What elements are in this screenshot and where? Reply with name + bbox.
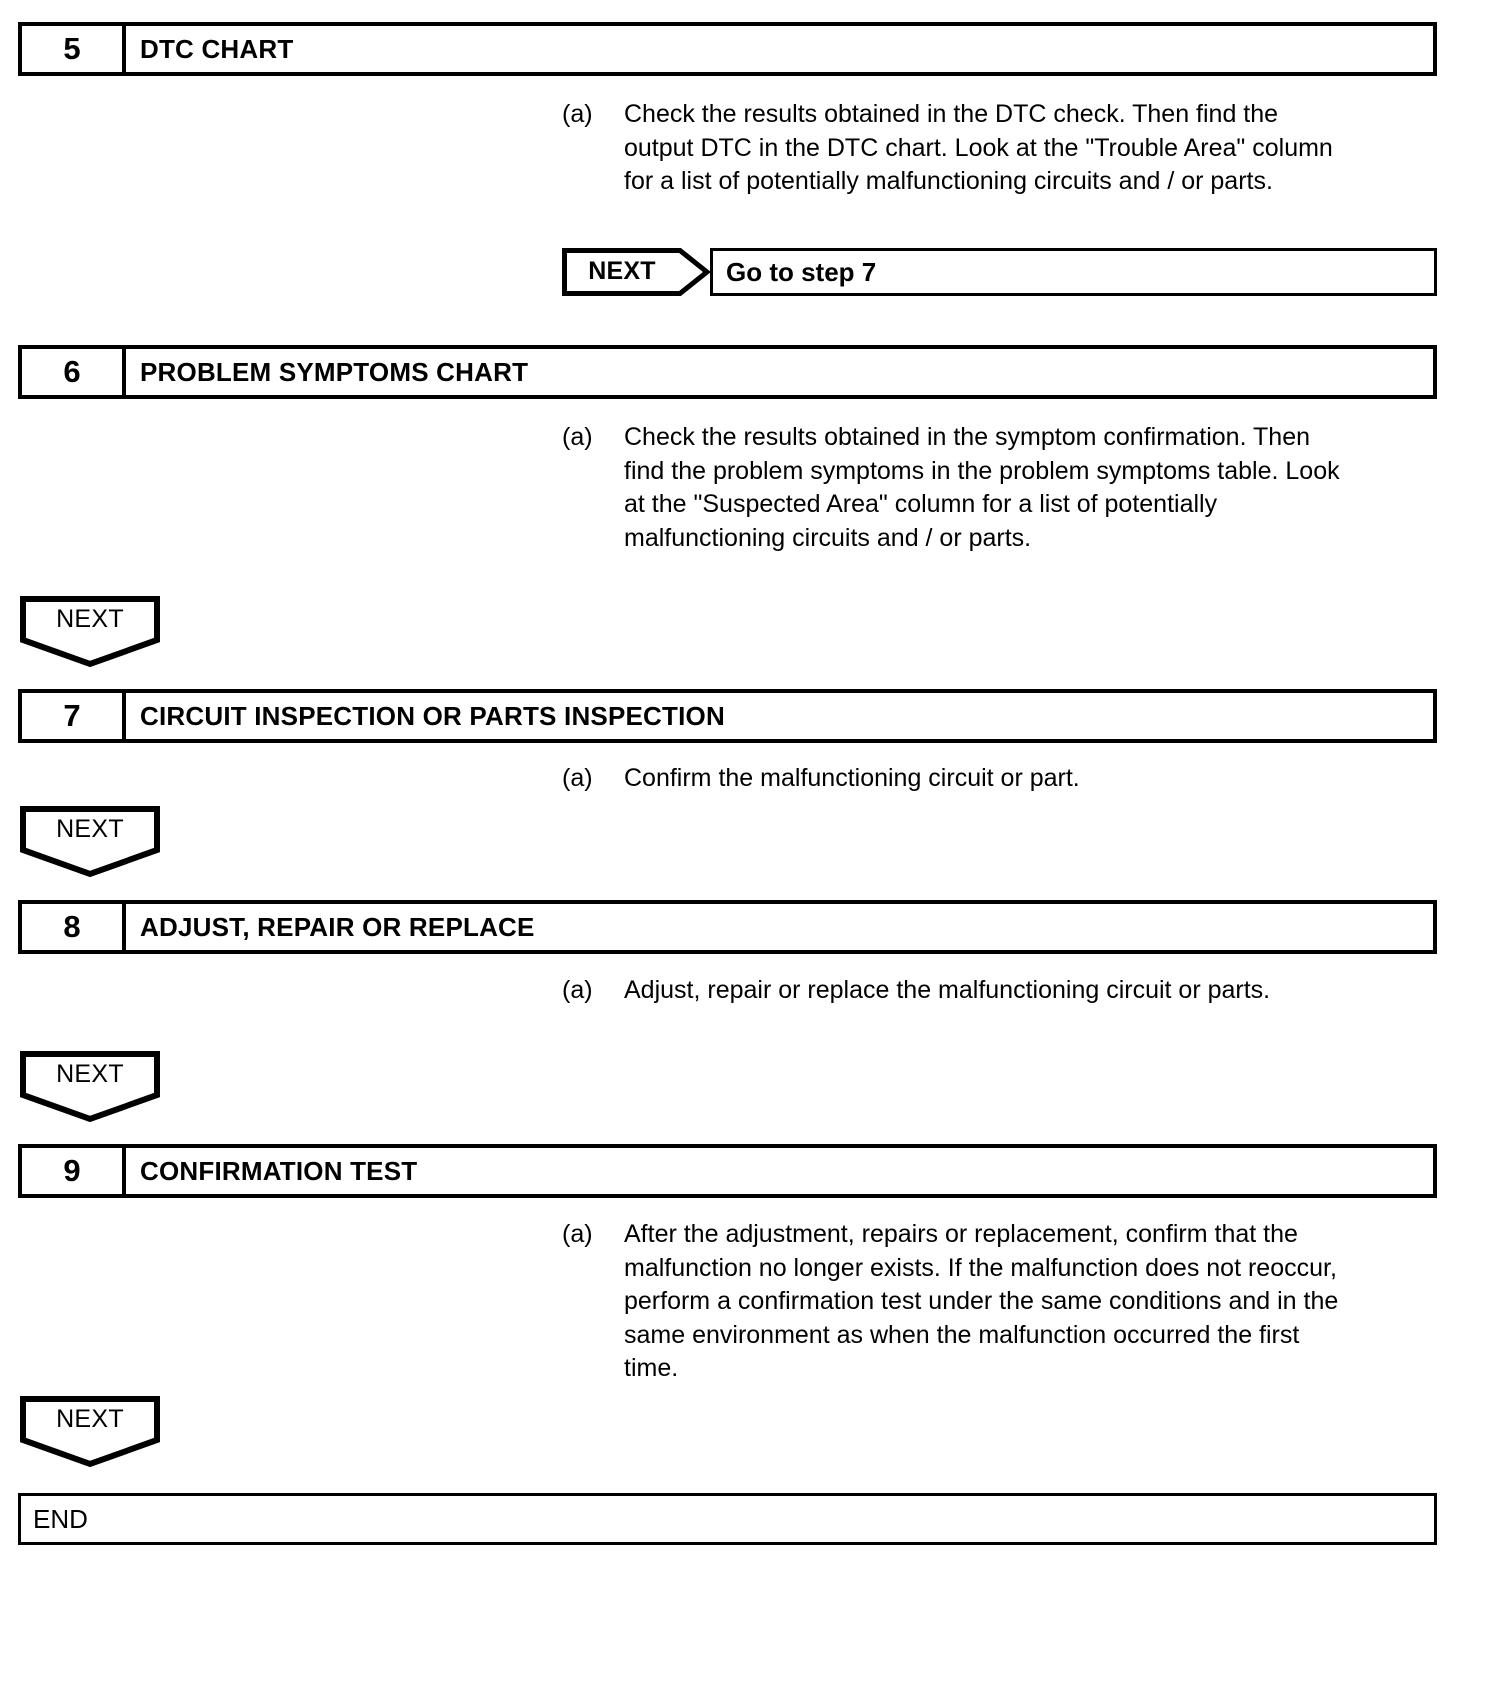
step-body-8: (a) Adjust, repair or replace the malfun… <box>562 974 1352 1008</box>
next-arrow-down-label-6: NEXT <box>56 605 124 633</box>
step-body-marker-5: (a) <box>562 100 593 128</box>
step-header-5: 5 DTC CHART <box>18 22 1437 76</box>
next-arrow-down-connector-9: NEXT <box>20 1396 160 1468</box>
step-header-9: 9 CONFIRMATION TEST <box>18 1144 1437 1198</box>
step-body-text-6: Check the results obtained in the sympto… <box>624 423 1340 552</box>
step-number-6: 6 <box>22 349 126 395</box>
step-title-5: DTC CHART <box>140 33 294 64</box>
step-body-9: (a) After the adjustment, repairs or rep… <box>562 1218 1352 1386</box>
step-body-marker-7: (a) <box>562 764 593 792</box>
step-header-8: 8 ADJUST, REPAIR OR REPLACE <box>18 900 1437 954</box>
step-title-6: PROBLEM SYMPTOMS CHART <box>140 356 529 387</box>
step-title-7: CIRCUIT INSPECTION OR PARTS INSPECTION <box>140 700 725 731</box>
end-box: END <box>18 1493 1437 1545</box>
next-arrow-down-connector-8: NEXT <box>20 1051 160 1123</box>
step-header-7: 7 CIRCUIT INSPECTION OR PARTS INSPECTION <box>18 689 1437 743</box>
step-body-text-9: After the adjustment, repairs or replace… <box>624 1220 1339 1382</box>
step-body-marker-8: (a) <box>562 976 593 1004</box>
step-body-marker-6: (a) <box>562 423 593 451</box>
next-arrow-down-label-9: NEXT <box>56 1405 124 1433</box>
step-body-6: (a) Check the results obtained in the sy… <box>562 421 1352 555</box>
step-number-8: 8 <box>22 904 126 950</box>
step-title-9: CONFIRMATION TEST <box>140 1155 418 1186</box>
next-arrow-down-label-8: NEXT <box>56 1060 124 1088</box>
step-title-8: ADJUST, REPAIR OR REPLACE <box>140 911 535 942</box>
goto-step-box: Go to step 7 <box>710 248 1437 296</box>
step-body-text-8: Adjust, repair or replace the malfunctio… <box>624 976 1271 1004</box>
next-arrow-down-connector-6: NEXT <box>20 596 160 668</box>
step-number-7: 7 <box>22 693 126 739</box>
next-arrow-right-icon: NEXT <box>562 248 710 296</box>
step-number-5: 5 <box>22 26 126 72</box>
step-body-7: (a) Confirm the malfunctioning circuit o… <box>562 762 1352 796</box>
step-body-5: (a) Check the results obtained in the DT… <box>562 98 1352 199</box>
step-body-marker-9: (a) <box>562 1220 593 1248</box>
step-header-6: 6 PROBLEM SYMPTOMS CHART <box>18 345 1437 399</box>
step-body-text-5: Check the results obtained in the DTC ch… <box>624 100 1333 195</box>
next-arrow-down-connector-7: NEXT <box>20 806 160 878</box>
step-body-text-7: Confirm the malfunctioning circuit or pa… <box>624 764 1080 792</box>
next-arrow-right-label: NEXT <box>588 257 656 285</box>
step-number-9: 9 <box>22 1148 126 1194</box>
next-arrow-down-label-7: NEXT <box>56 815 124 843</box>
